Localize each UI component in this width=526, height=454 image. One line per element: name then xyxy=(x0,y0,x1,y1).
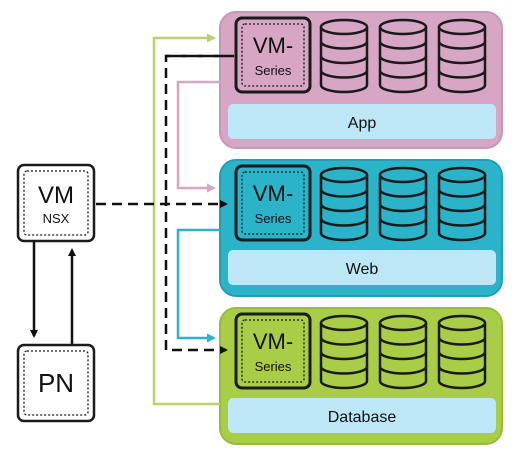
database-icon xyxy=(319,314,369,390)
vm-series-app: VM- Series xyxy=(234,16,312,94)
vm-nsx-line1: VM xyxy=(38,182,74,209)
vm-series-database-dotted-frame xyxy=(241,319,305,383)
tier-database-label-bar xyxy=(228,398,496,433)
vm-series-app-box xyxy=(234,16,312,94)
tier-app-label-bar xyxy=(228,104,496,139)
tier-web-label-bar xyxy=(228,250,496,285)
vm-nsx-dotted-frame xyxy=(23,170,89,236)
tier-database-label: Database xyxy=(328,409,397,426)
database-icon xyxy=(437,18,487,94)
pn-dotted-frame xyxy=(23,350,89,416)
teal-connector xyxy=(176,228,220,343)
green-connector xyxy=(152,33,220,406)
pn-node: PN xyxy=(16,343,96,423)
database-icon xyxy=(378,314,428,390)
tier-web-label: Web xyxy=(346,261,379,278)
database-icon xyxy=(319,18,369,94)
vm-series-database-line1: VM- xyxy=(253,329,293,354)
vm-nsx-line2: NSX xyxy=(43,211,70,226)
pink-connector xyxy=(176,80,220,193)
pn-box xyxy=(16,343,96,423)
database-icon xyxy=(378,18,428,94)
database-icon xyxy=(437,314,487,390)
vm-series-web-line2: Series xyxy=(255,211,292,226)
vm-series-web: VM- Series xyxy=(234,164,312,242)
vm-series-web-line1: VM- xyxy=(253,181,293,206)
database-icon xyxy=(319,166,369,242)
vm-series-database: VM- Series xyxy=(234,312,312,390)
vm-series-database-box xyxy=(234,312,312,390)
vm-nsx-box xyxy=(16,163,96,243)
database-icon xyxy=(378,166,428,242)
tier-app-label: App xyxy=(348,115,377,132)
database-icon xyxy=(437,166,487,242)
vm-series-database-line2: Series xyxy=(255,359,292,374)
vm-nsx-node: VM NSX xyxy=(16,163,96,243)
vm-series-app-line2: Series xyxy=(255,63,292,78)
vm-series-web-dotted-frame xyxy=(241,171,305,235)
database-icons xyxy=(319,18,487,390)
vm-series-app-dotted-frame xyxy=(241,23,305,87)
pn-label: PN xyxy=(38,368,74,398)
vm-series-web-box xyxy=(234,164,312,242)
vm-series-app-line1: VM- xyxy=(253,33,293,58)
